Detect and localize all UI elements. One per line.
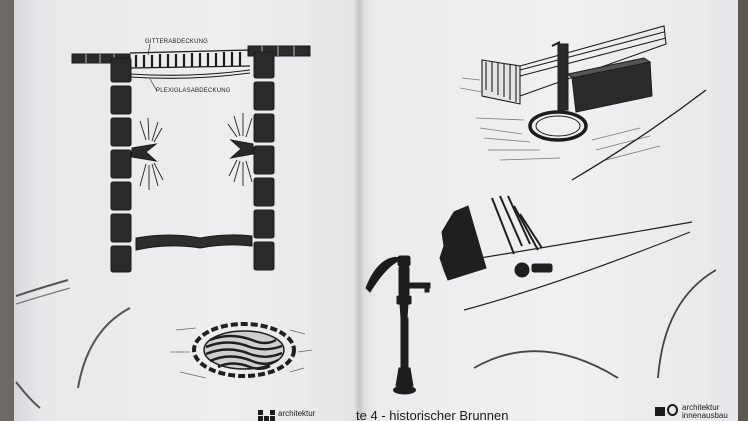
grate-cover [129,49,251,69]
hand-pump-illustration [365,255,431,395]
trough-perspective-sketch [459,25,707,181]
logo-right-line2: innenausbau [682,411,728,420]
left-wall-lamp [131,117,164,190]
well-section-sketch [71,43,311,273]
right-wall-lamp [227,113,254,186]
plexiglass-cover [129,69,251,79]
page-footer-title: te 4 - historischer Brunnen [356,408,509,421]
left-brick-wall [110,57,132,273]
site-plan-sketch [439,195,693,311]
right-page-path-lines [473,269,717,379]
logo-left-text: architektur [278,409,316,418]
left-page-path-lines [15,279,131,409]
water-surface [135,234,253,251]
page-fold [352,0,370,421]
right-brick-wall [253,51,275,271]
logo-right-line1: architektur [682,403,720,412]
label-plexiglass-cover: PLEXIGLASABDECKUNG [156,88,231,94]
footer-logo-left: architektur [258,410,315,421]
footer-logo-right: architektur innenausbau [655,404,728,420]
logo-mark-icon [258,410,275,421]
right-page [356,0,740,421]
round-grate-plan [170,322,313,379]
logo-circle-icon [655,404,679,418]
desk-background [738,0,748,421]
label-grate-cover: GITTERABDECKUNG [145,39,209,45]
